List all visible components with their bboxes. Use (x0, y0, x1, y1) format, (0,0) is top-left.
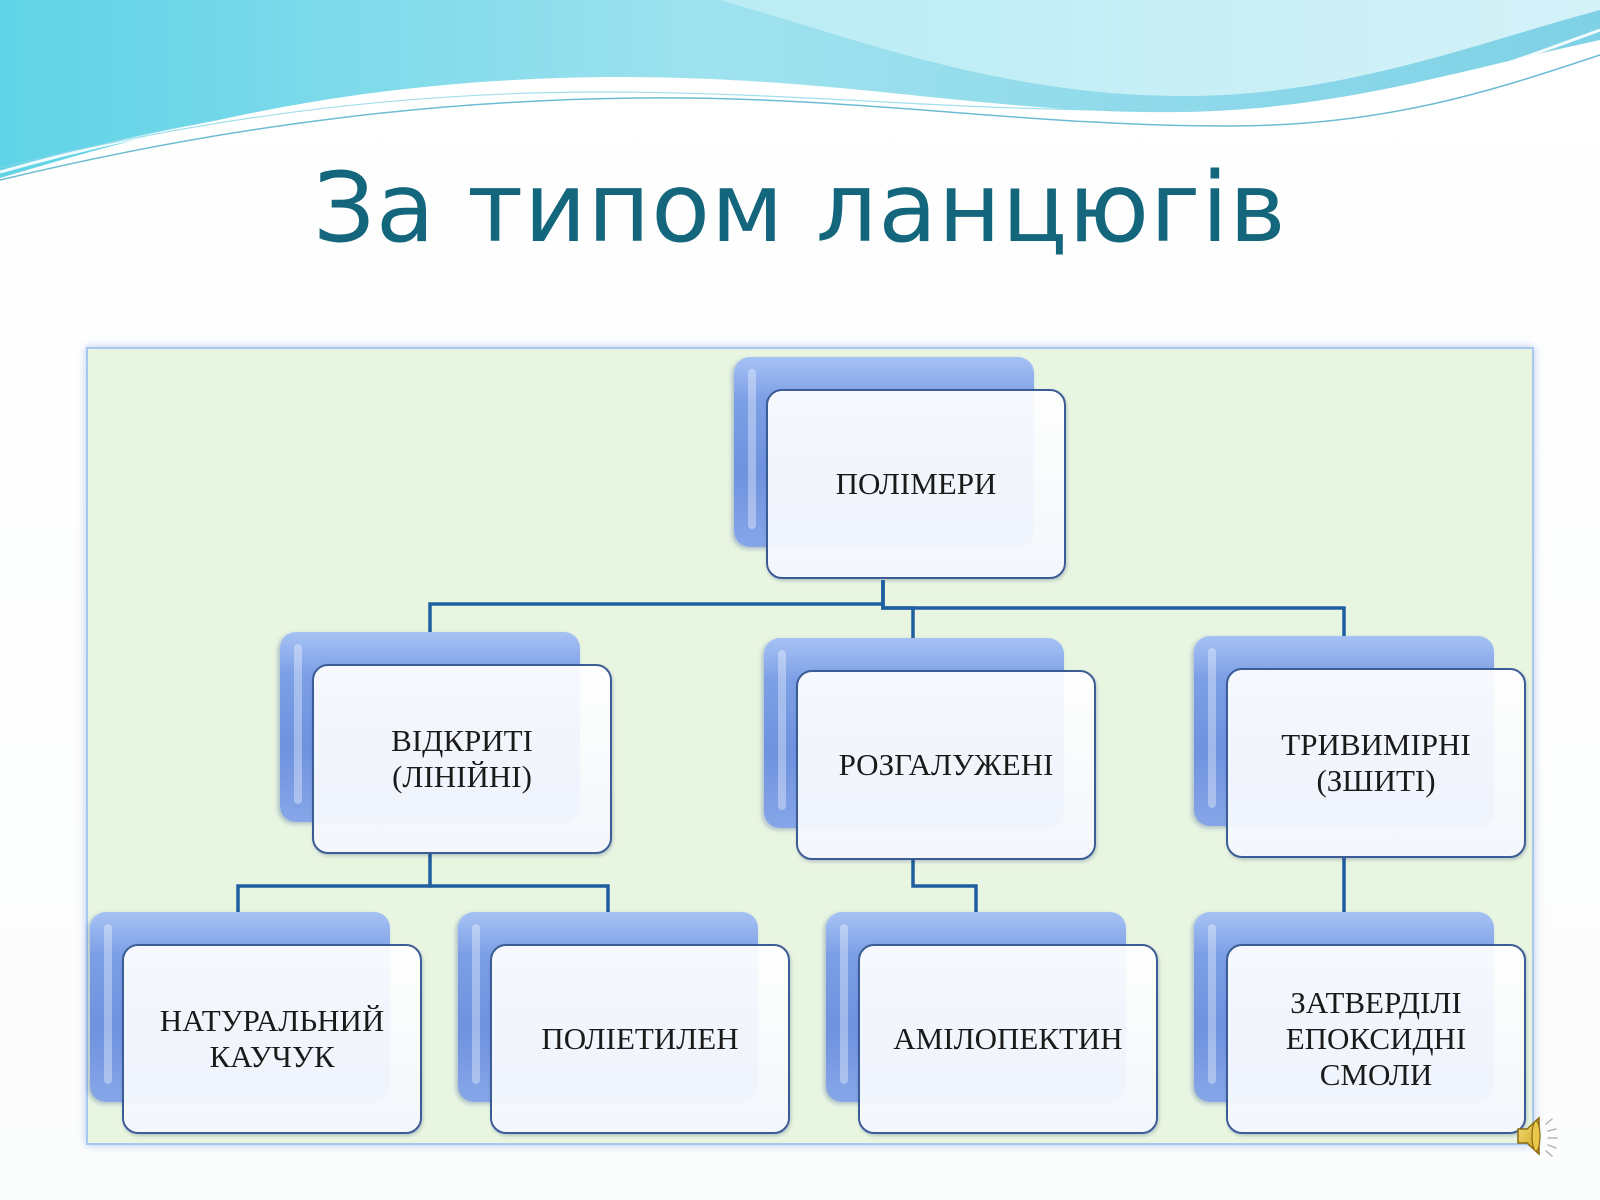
node-card: НАТУРАЛЬНИЙ КАУЧУК (122, 944, 422, 1134)
node-card: ЗАТВЕРДІЛІ ЕПОКСИДНІ СМОЛИ (1226, 944, 1526, 1134)
node-label: НАТУРАЛЬНИЙ КАУЧУК (159, 1003, 385, 1074)
node-label: ЗАТВЕРДІЛІ ЕПОКСИДНІ СМОЛИ (1285, 985, 1467, 1092)
slide-title: За типом ланцюгів (313, 152, 1287, 264)
node-label: ПОЛІЕТИЛЕН (541, 1021, 739, 1056)
node-label: ПОЛІМЕРИ (835, 466, 997, 501)
node-label: ТРИВИМІРНІ (ЗШИТІ) (1281, 727, 1471, 798)
node-card: РОЗГАЛУЖЕНІ (796, 670, 1096, 860)
node-label: ВІДКРИТІ (ЛІНІЙНІ) (391, 723, 533, 794)
node-card: ПОЛІЕТИЛЕН (490, 944, 790, 1134)
node-label: АМІЛОПЕКТИН (893, 1021, 1123, 1056)
speaker-icon[interactable] (1512, 1110, 1564, 1162)
node-card: АМІЛОПЕКТИН (858, 944, 1158, 1134)
node-label: РОЗГАЛУЖЕНІ (838, 747, 1054, 782)
header-waves-decoration (0, 0, 1600, 181)
node-card: ПОЛІМЕРИ (766, 389, 1066, 579)
node-card: ТРИВИМІРНІ (ЗШИТІ) (1226, 668, 1526, 858)
node-card: ВІДКРИТІ (ЛІНІЙНІ) (312, 664, 612, 854)
